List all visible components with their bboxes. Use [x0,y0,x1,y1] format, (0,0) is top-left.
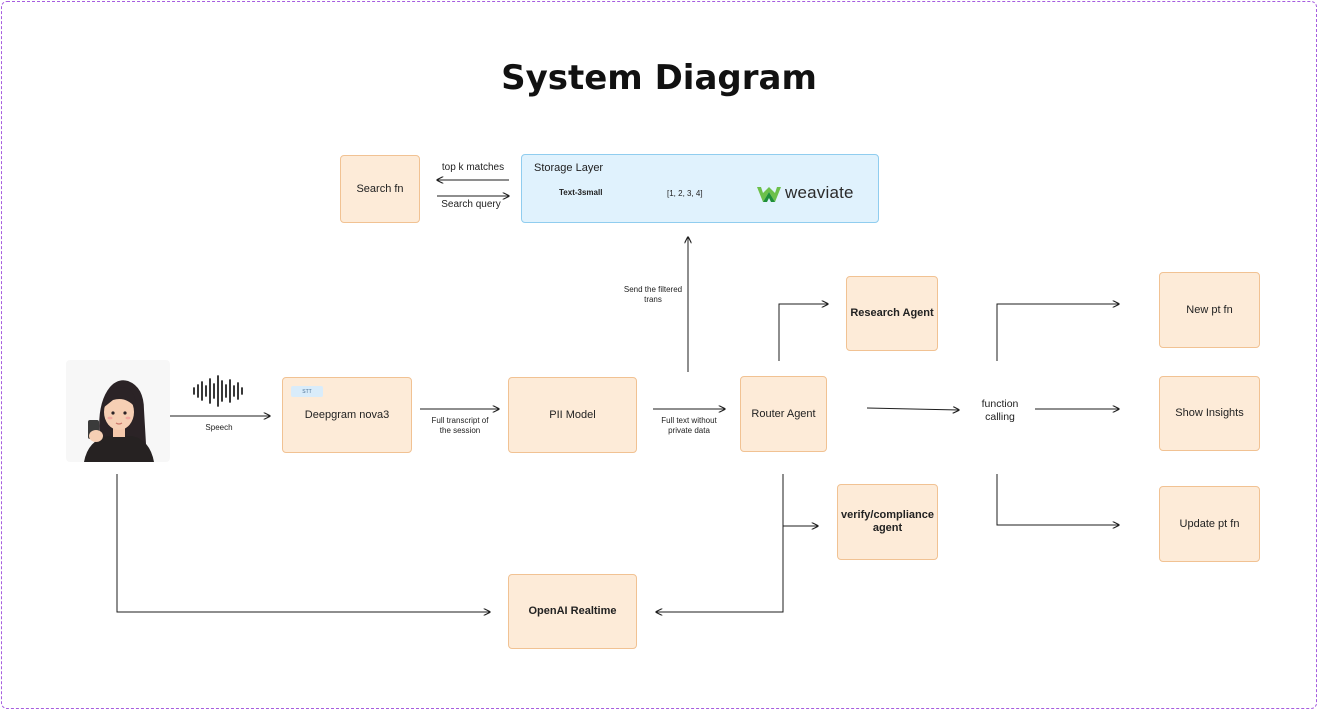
arrow-function-calling [866,408,959,410]
arrow-router-realtime [656,526,784,612]
function-calling-label: function calling [981,398,1019,423]
pii-model-node[interactable]: PII Model [508,377,637,453]
page-title: System Diagram [501,58,817,98]
embedding-model-label: Text-3small [559,188,603,197]
arrow-update-pt [996,474,1119,525]
arrow-new-pt [996,304,1119,361]
router-agent-node[interactable]: Router Agent [740,376,827,452]
full-text-without-label: Full text without private data [661,416,717,435]
research-agent-node[interactable]: Research Agent [846,276,938,351]
search-fn-node[interactable]: Search fn [340,155,420,223]
send-filtered-label: Send the filtered trans [623,285,683,304]
openai-realtime-node[interactable]: OpenAI Realtime [508,574,637,649]
arrow-research [778,304,828,361]
weaviate-wordmark: weaviate [785,183,854,202]
audio-waveform-icon [193,375,243,407]
verify-compliance-agent-node[interactable]: verify/compliance agent [837,484,938,560]
top-k-label: top k matches [441,162,505,173]
arrow-verify [782,474,818,526]
full-transcript-label: Full transcript of the session [431,416,489,435]
vector-example-label: [1, 2, 3, 4] [667,189,703,198]
stt-badge: STT [291,386,323,397]
storage-layer-title: Storage Layer [534,162,604,174]
arrow-user-realtime [116,474,490,612]
user-avatar-card [66,360,170,462]
user-avatar-icon [84,380,154,462]
search-query-label: Search query [441,199,501,210]
storage-layer: Storage Layer Text-3small [1, 2, 3, 4] w… [521,154,879,223]
show-insights-node[interactable]: Show Insights [1159,376,1260,451]
new-pt-fn-node[interactable]: New pt fn [1159,272,1260,348]
speech-label: Speech [205,423,233,432]
weaviate-logo-icon [757,187,781,202]
update-pt-fn-node[interactable]: Update pt fn [1159,486,1260,562]
